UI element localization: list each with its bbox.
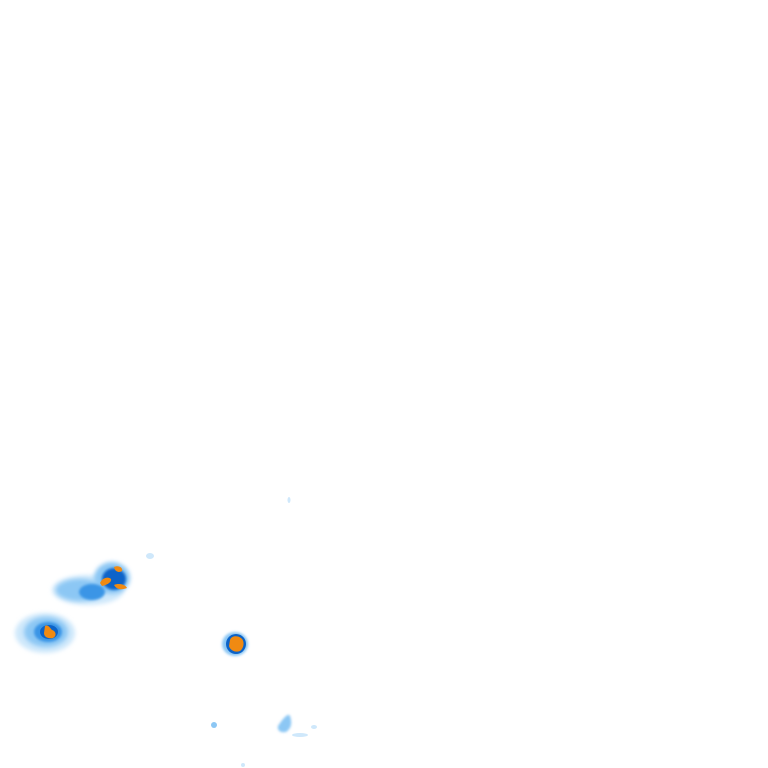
echo-very-heavy [100,577,112,586]
echo-very-light [241,763,245,767]
echo-light [211,722,217,728]
echo-very-heavy [44,625,56,639]
precip-cell-cluster-north [52,562,130,605]
echo-very-heavy [114,584,127,590]
precip-cell-west [15,613,75,653]
echo-moderate [79,584,105,600]
echo-very-heavy [114,566,123,572]
precip-cell-center [222,632,248,656]
echo-very-light [311,725,317,729]
echo-very-light [292,733,308,737]
echo-light [277,714,292,733]
precip-scattered-echoes [146,497,317,767]
echo-very-light [287,497,291,503]
echo-very-heavy [229,636,244,652]
echo-very-light [146,553,154,559]
